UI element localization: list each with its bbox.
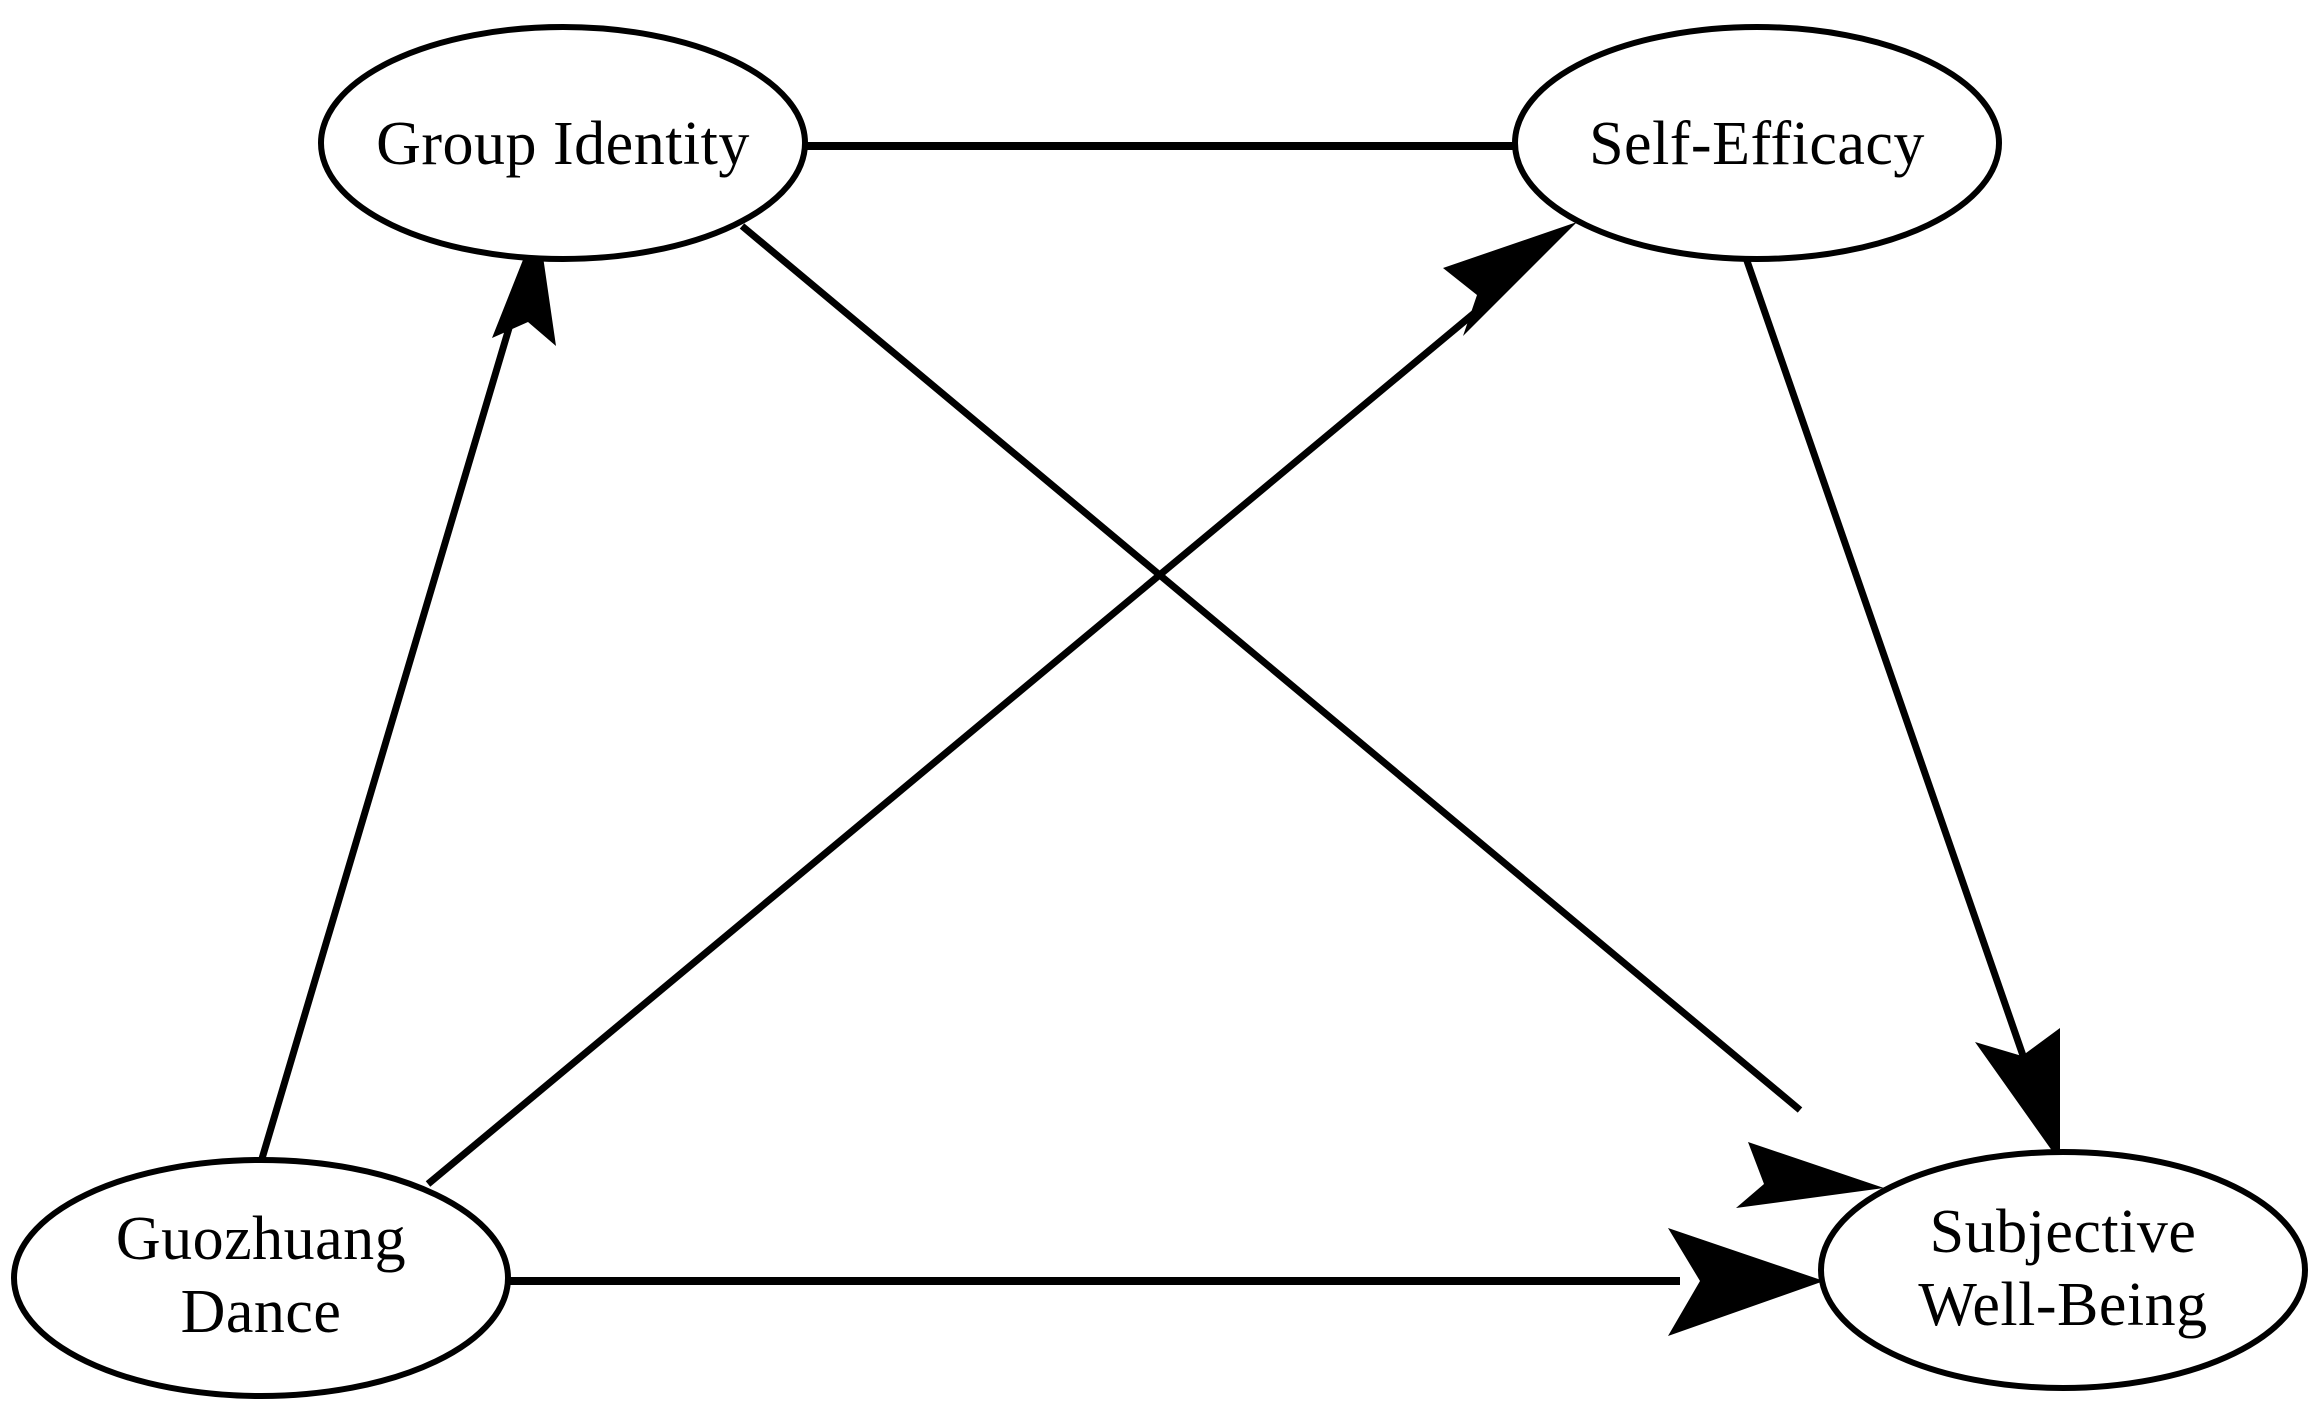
edge-self-efficacy-subjective-well-being[interactable] — [1742, 256, 2060, 1162]
subjective-well-being-label-line2: Well-Being — [1918, 1271, 2207, 1339]
subjective-well-being-ellipse[interactable] — [1818, 1149, 2308, 1391]
guozhuang-dance-label-line2: Dance — [181, 1278, 342, 1346]
group-identity-label: Group Identity — [376, 110, 750, 178]
edge-line-gd-se — [425, 297, 1493, 1187]
edge-guozhuang-dance-group-identity[interactable] — [254, 222, 556, 1173]
self-efficacy-ellipse[interactable] — [1512, 24, 2002, 262]
subjective-well-being-label-line1: Subjective — [1930, 1198, 2197, 1266]
edges-layer — [254, 142, 2060, 1336]
arrowhead-gd-se — [1443, 222, 1577, 336]
group-identity-ellipse[interactable] — [318, 24, 808, 262]
nodes-layer: Group Identity Self-Efficacy Guozhuang D… — [11, 24, 2308, 1399]
node-subjective-well-being[interactable]: Subjective Well-Being — [1818, 1149, 2308, 1391]
node-self-efficacy[interactable]: Self-Efficacy — [1512, 24, 2002, 262]
self-efficacy-label: Self-Efficacy — [1589, 110, 1925, 178]
node-group-identity[interactable]: Group Identity — [318, 24, 808, 262]
edge-group-identity-subjective-well-being[interactable] — [739, 223, 1884, 1208]
arrowhead-gi-swb — [1736, 1142, 1884, 1208]
guozhuang-dance-ellipse[interactable] — [11, 1157, 511, 1399]
edge-line-se-swb — [1742, 256, 2032, 1072]
arrowhead-se-swb — [1975, 1028, 2060, 1162]
guozhuang-dance-label-line1: Guozhuang — [116, 1205, 406, 1273]
edge-guozhuang-dance-subjective-well-being[interactable] — [506, 1228, 1824, 1336]
arrowhead-gd-swb — [1668, 1228, 1824, 1336]
node-guozhuang-dance[interactable]: Guozhuang Dance — [11, 1157, 511, 1399]
edge-guozhuang-dance-self-efficacy[interactable] — [425, 222, 1577, 1187]
edge-line-gd-gi — [254, 317, 516, 1173]
edge-line-gi-swb — [739, 223, 1803, 1113]
